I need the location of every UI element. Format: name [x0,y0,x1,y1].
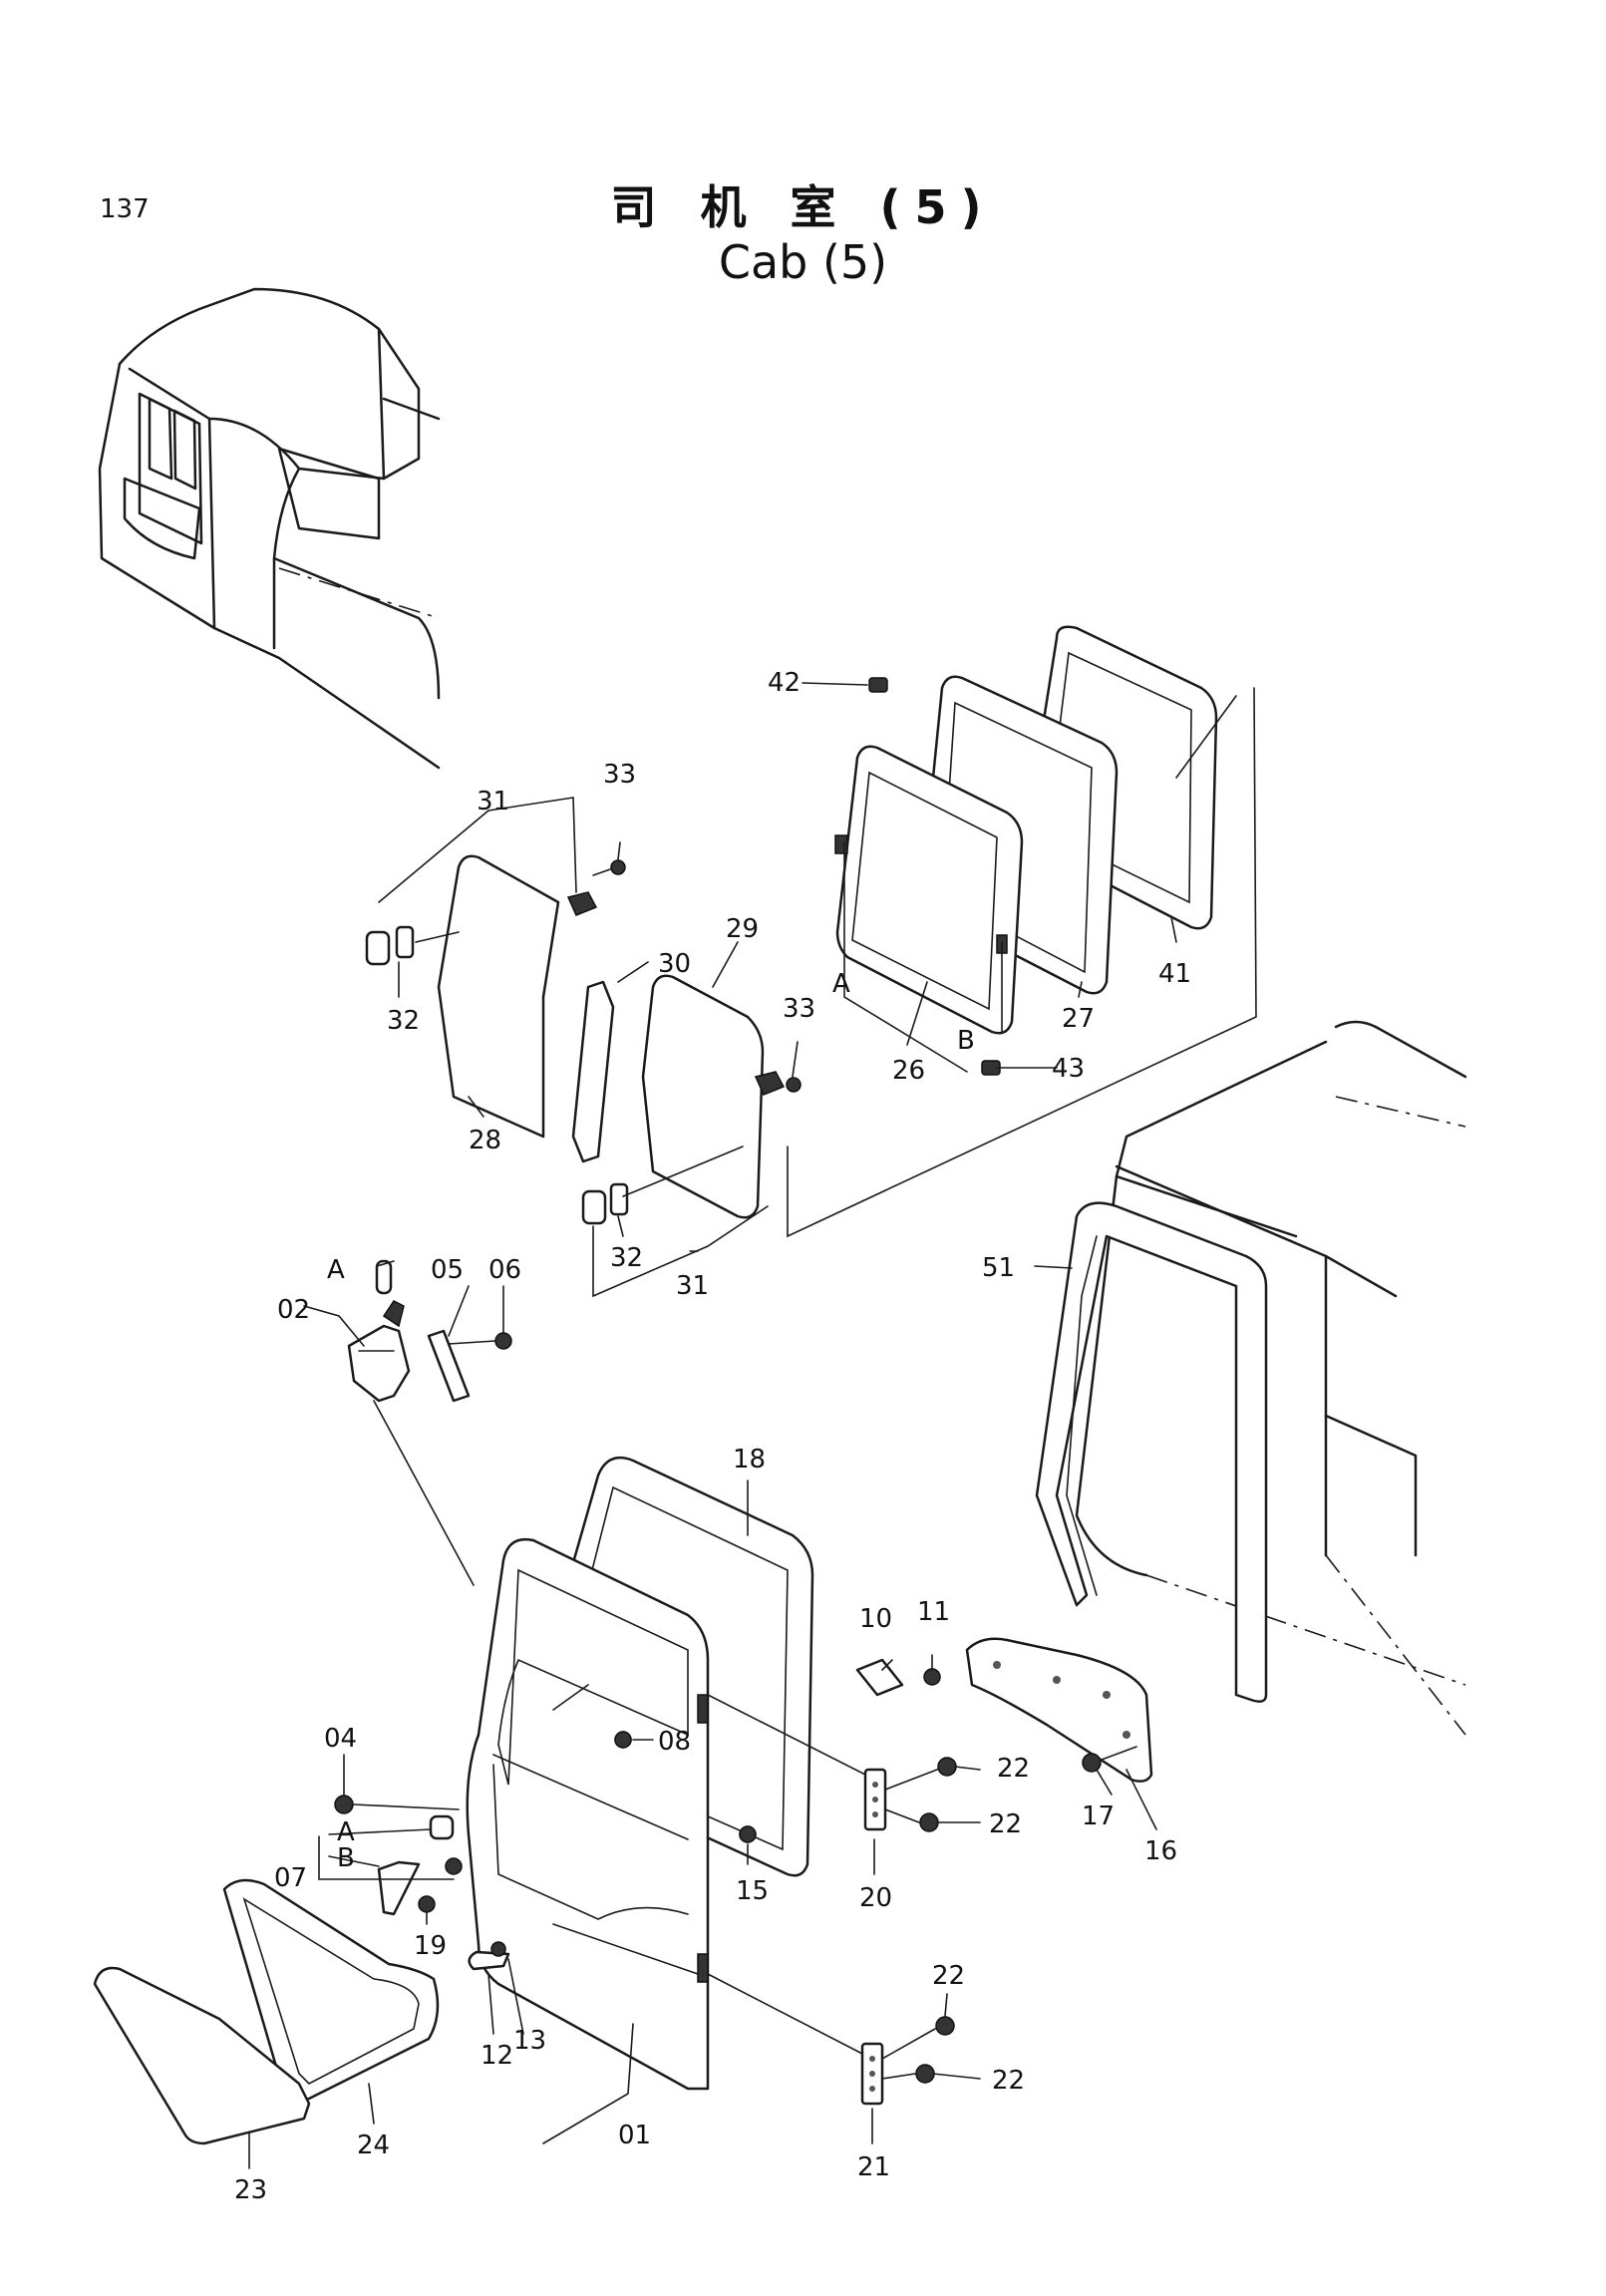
callout-32-b: 32 [610,1243,643,1273]
callout-02-sub-a: A [327,1255,345,1285]
callout-18: 18 [733,1445,766,1475]
callout-33-b: 33 [783,994,815,1024]
callout-10: 10 [859,1604,892,1634]
callout-11: 11 [917,1597,950,1627]
callout-26-sub-b: B [957,1026,975,1056]
callout-07-sub-a: A [337,1817,355,1847]
part-07-brackets [377,1814,463,1916]
callout-07-sub-b: B [337,1843,355,1873]
callout-24: 24 [357,2131,390,2160]
part-10-striker [855,1658,904,1697]
callout-22-c: 22 [932,1961,965,1991]
callout-22-b: 22 [989,1809,1022,1839]
callout-04: 04 [324,1724,357,1754]
callout-30: 30 [658,949,691,979]
part-33-bolts [566,859,802,1096]
part-23-window-glass [93,1966,311,2145]
part-30-rail [571,980,615,1163]
callout-01: 01 [618,2121,651,2150]
callout-22-d: 22 [992,2066,1025,2096]
part-17-knob [1082,1753,1102,1773]
page-title-english: Cab (5) [718,235,888,289]
callout-31-b: 31 [676,1271,709,1301]
callout-08: 08 [658,1727,691,1757]
part-21-hinge [860,2042,884,2106]
callout-19: 19 [414,1931,447,1961]
callout-labels: 01 02 A 04 05 06 07 A B 08 10 11 12 13 1… [234,668,1191,2205]
callout-51: 51 [982,1253,1015,1283]
part-29-slide-glass [641,974,765,1219]
callout-33-a: 33 [603,760,636,790]
callout-42: 42 [768,668,801,698]
callout-26: 26 [892,1056,925,1086]
part-51-seal [1035,1201,1268,1703]
callout-22-a: 22 [997,1754,1030,1784]
callout-23: 23 [234,2175,267,2205]
callout-13: 13 [513,2026,546,2056]
part-16-plate [965,1637,1153,1783]
callout-06: 06 [488,1255,521,1285]
part-13-nut [490,1941,506,1957]
callout-27: 27 [1062,1004,1095,1034]
cab-body-right [1075,1020,1467,1736]
callout-02: 02 [277,1295,310,1325]
part-22-bolts [915,1757,957,2084]
page-number: 137 [100,194,150,224]
callout-31-a: 31 [477,787,509,817]
part-20-hinge [863,1768,887,1831]
part-11-bolt [923,1668,941,1686]
part-06-screw [494,1332,512,1350]
part-19-bolt [418,1895,436,1913]
page-title-chinese: 司 机 室 (5) [610,180,996,234]
callout-26-sub-a: A [832,969,850,999]
callout-43: 43 [1052,1054,1085,1084]
callout-28: 28 [469,1126,501,1155]
callout-05: 05 [431,1255,464,1285]
callout-41: 41 [1158,959,1191,989]
part-02-lock-handle [347,1259,411,1403]
callout-15: 15 [736,1876,769,1906]
part-42-clip [868,677,888,693]
part-28-side-glass [437,854,560,1139]
callout-32-a: 32 [387,1006,420,1036]
callout-17: 17 [1082,1802,1115,1831]
callout-07: 07 [274,1863,307,1893]
part-08-bushing [614,1731,632,1749]
callout-21: 21 [857,2152,890,2182]
callout-29: 29 [726,914,759,944]
callout-20: 20 [859,1883,892,1913]
part-15-bushing [739,1825,757,1843]
leader-lines [248,841,1177,2169]
part-04-bolt [334,1795,460,1814]
callout-16: 16 [1144,1836,1177,1866]
part-32-brackets [365,925,629,1225]
cab-overview-illustration [98,287,441,770]
callout-12: 12 [481,2041,513,2071]
part-05-strap [427,1329,471,1403]
